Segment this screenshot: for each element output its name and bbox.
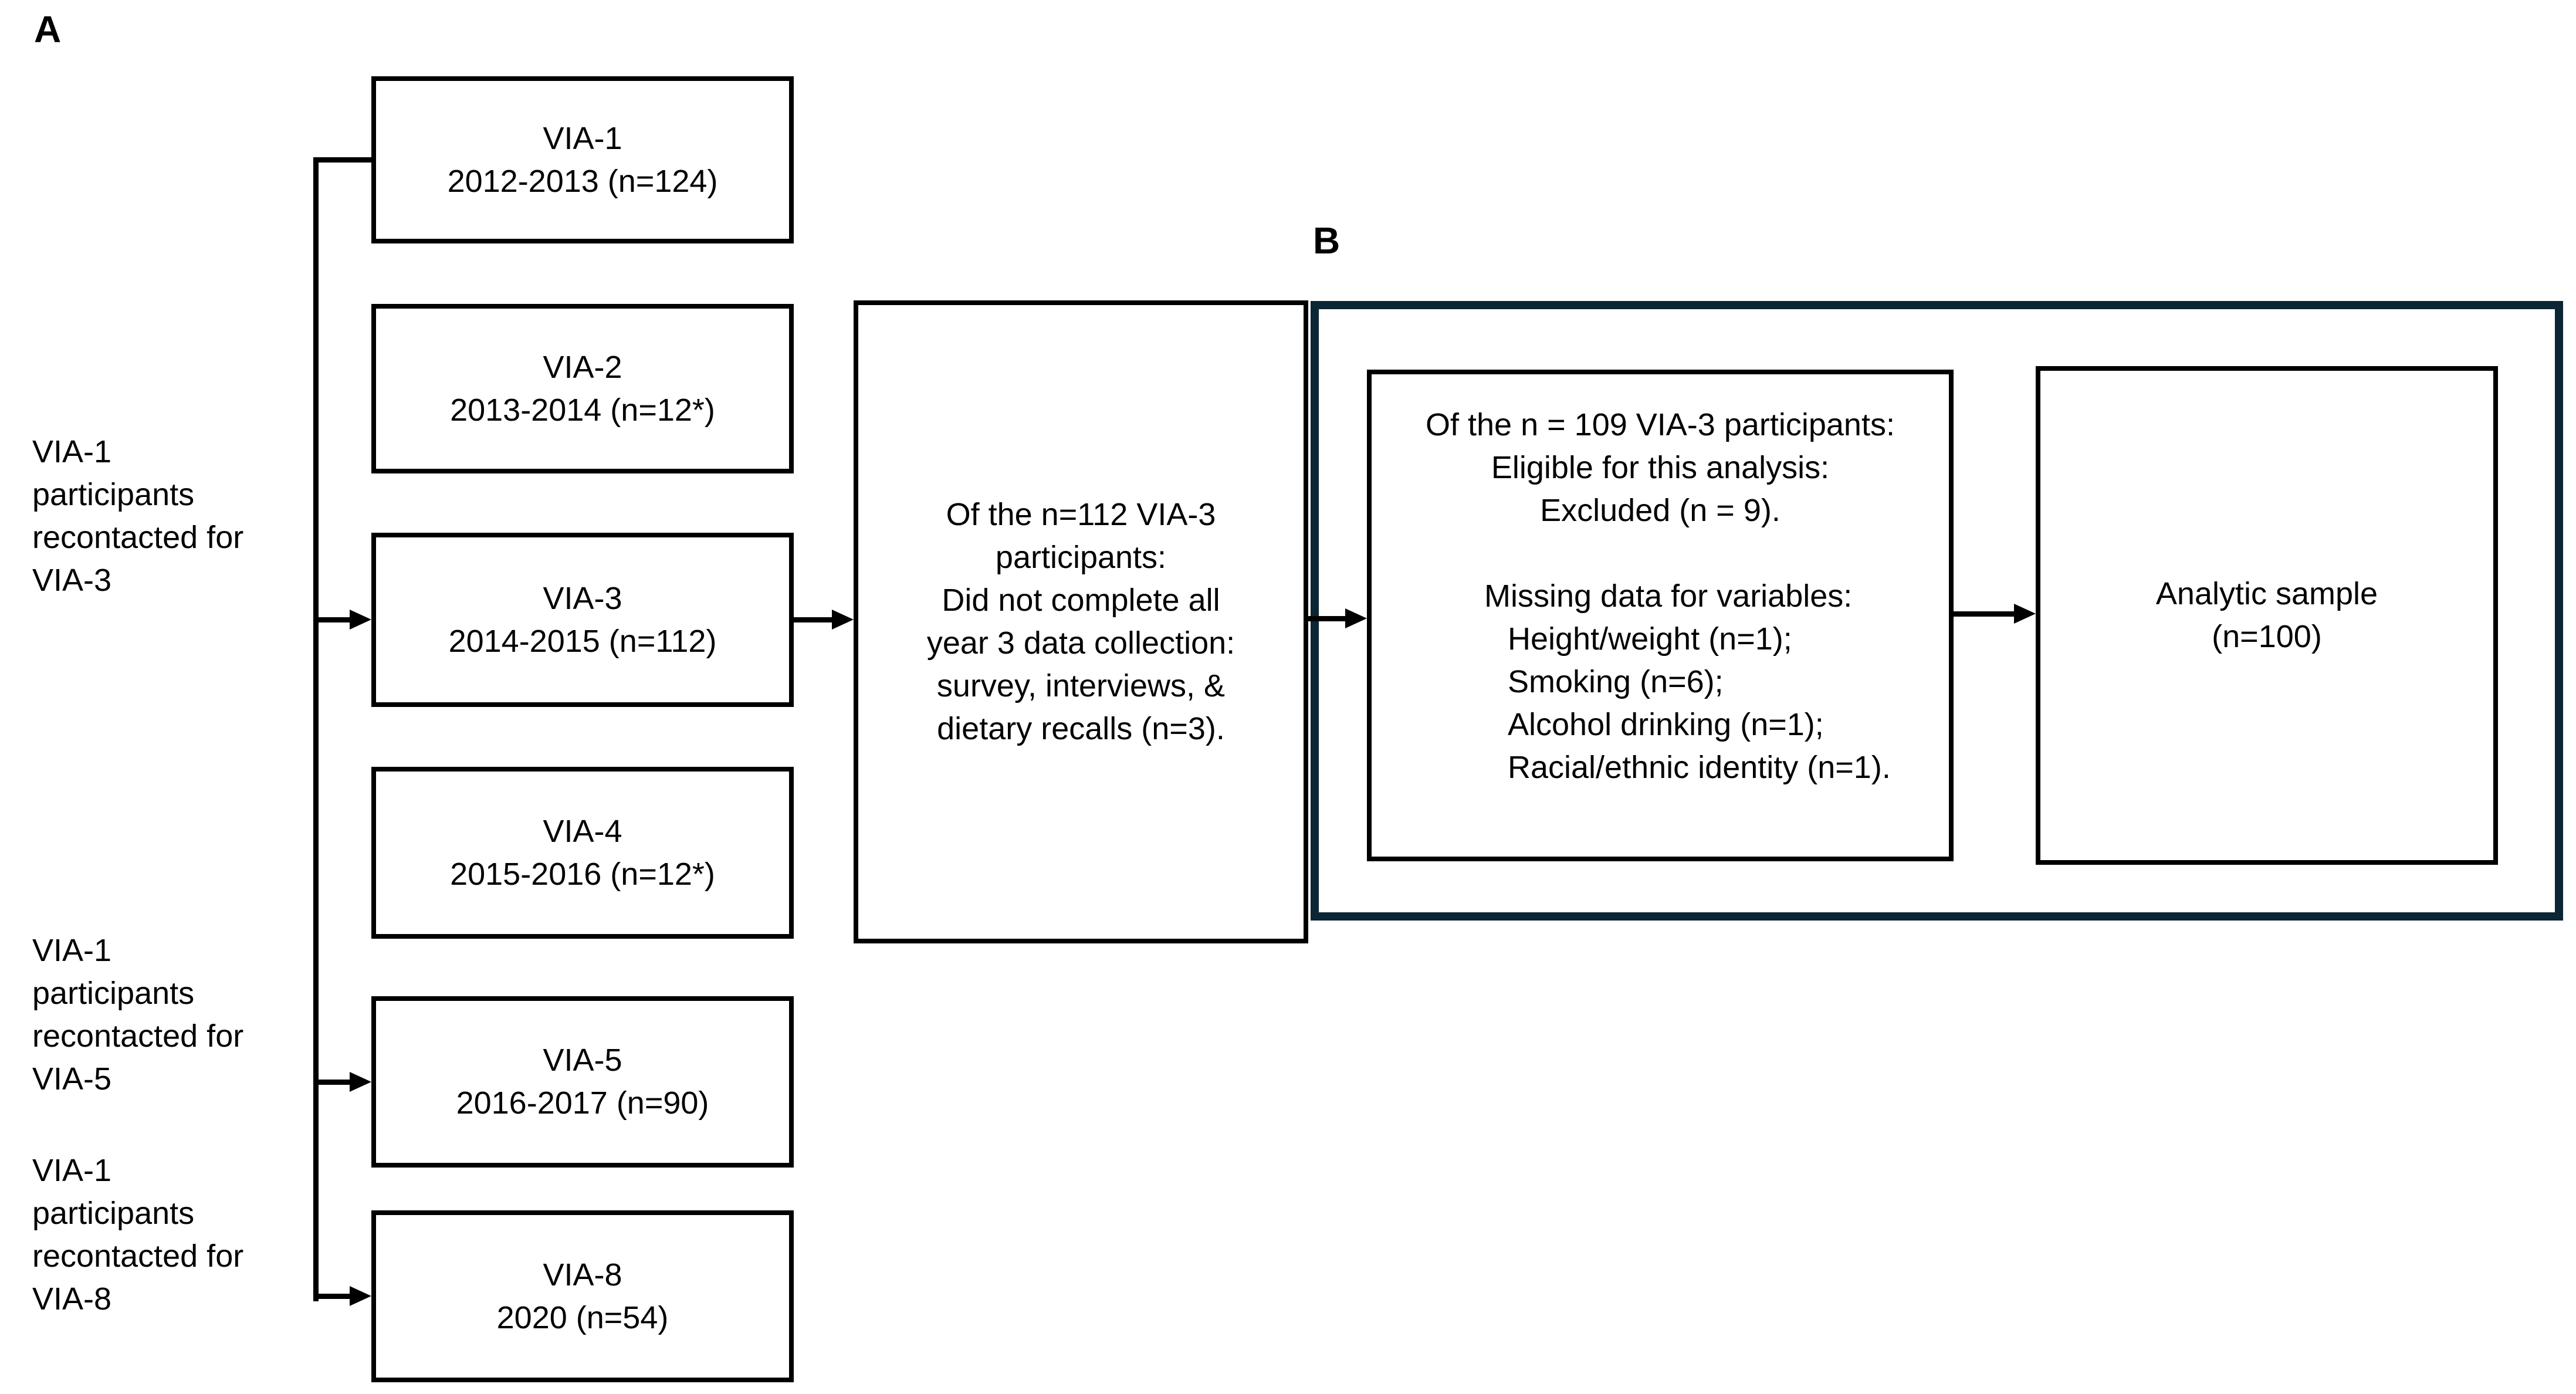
side-note-recontacted-via8: VIA-1 participants recontacted for VIA-8: [32, 1153, 244, 1317]
analytic-sample-box: Analytic sample (n=100): [2036, 366, 2498, 865]
wave-box-via3: VIA-3 2014-2015 (n=112): [371, 533, 794, 707]
wave-box-via3-title: VIA-3: [543, 580, 622, 616]
arrowhead-into-exclusion-box: [832, 610, 854, 630]
wave-box-via8: VIA-8 2020 (n=54): [371, 1210, 794, 1382]
eligibility-exclusion-box: Of the n = 109 VIA-3 participants: Eligi…: [1367, 370, 1954, 861]
eligibility-header-text: Of the n = 109 VIA-3 participants: Eligi…: [1426, 407, 1895, 528]
arrowhead-into-analytic-box: [2014, 604, 2036, 624]
wave-box-via1-title: VIA-1: [543, 120, 622, 156]
connector-line-eligibility-to-analytic: [1954, 611, 2015, 617]
wave-box-via4-title: VIA-4: [543, 813, 622, 849]
wave-box-via8-title: VIA-8: [543, 1257, 622, 1293]
connector-trunk-line: [313, 157, 319, 1301]
wave-box-via8-subtitle: 2020 (n=54): [496, 1300, 669, 1335]
side-note-recontacted-via5: VIA-1 participants recontacted for VIA-5: [32, 933, 244, 1097]
connector-line-exclusion-to-eligibility: [1308, 616, 1346, 621]
wave-box-via2-title: VIA-2: [543, 349, 622, 385]
analytic-sample-text: Analytic sample (n=100): [2155, 576, 2378, 654]
connector-line-via8: [313, 1294, 352, 1299]
arrowhead-into-via8: [350, 1286, 371, 1306]
wave-box-via5: VIA-5 2016-2017 (n=90): [371, 996, 794, 1168]
arrowhead-into-via5: [350, 1072, 371, 1092]
connector-line-via5: [313, 1080, 352, 1085]
wave-box-via4-subtitle: 2015-2016 (n=12*): [450, 856, 715, 892]
panel-b-label: B: [1313, 219, 1341, 262]
wave-box-via5-subtitle: 2016-2017 (n=90): [456, 1085, 709, 1121]
via3-exclusion-box: Of the n=112 VIA-3 participants: Did not…: [854, 300, 1308, 943]
via3-exclusion-text: Of the n=112 VIA-3 participants: Did not…: [926, 497, 1235, 746]
connector-stub-via1: [313, 157, 371, 163]
wave-box-via5-title: VIA-5: [543, 1043, 622, 1078]
wave-box-via3-subtitle: 2014-2015 (n=112): [448, 623, 717, 659]
panel-b-outline: [1311, 301, 2563, 921]
connector-line-via3: [313, 617, 352, 622]
wave-box-via4: VIA-4 2015-2016 (n=12*): [371, 767, 794, 939]
arrowhead-into-eligibility-box: [1345, 608, 1367, 628]
wave-box-via2-subtitle: 2013-2014 (n=12*): [450, 392, 715, 428]
wave-box-via1: VIA-1 2012-2013 (n=124): [371, 76, 794, 243]
missing-data-items-text: Height/weight (n=1); Smoking (n=6); Alco…: [1508, 621, 1891, 785]
wave-box-via1-subtitle: 2012-2013 (n=124): [447, 163, 718, 199]
panel-a-label: A: [34, 8, 62, 50]
wave-box-via2: VIA-2 2013-2014 (n=12*): [371, 304, 794, 473]
missing-data-header-text: Missing data for variables:: [1484, 578, 1853, 614]
arrowhead-into-via3: [350, 610, 371, 630]
connector-line-via3-to-exclusion: [794, 617, 832, 622]
side-note-recontacted-via3: VIA-1 participants recontacted for VIA-3: [32, 434, 244, 598]
